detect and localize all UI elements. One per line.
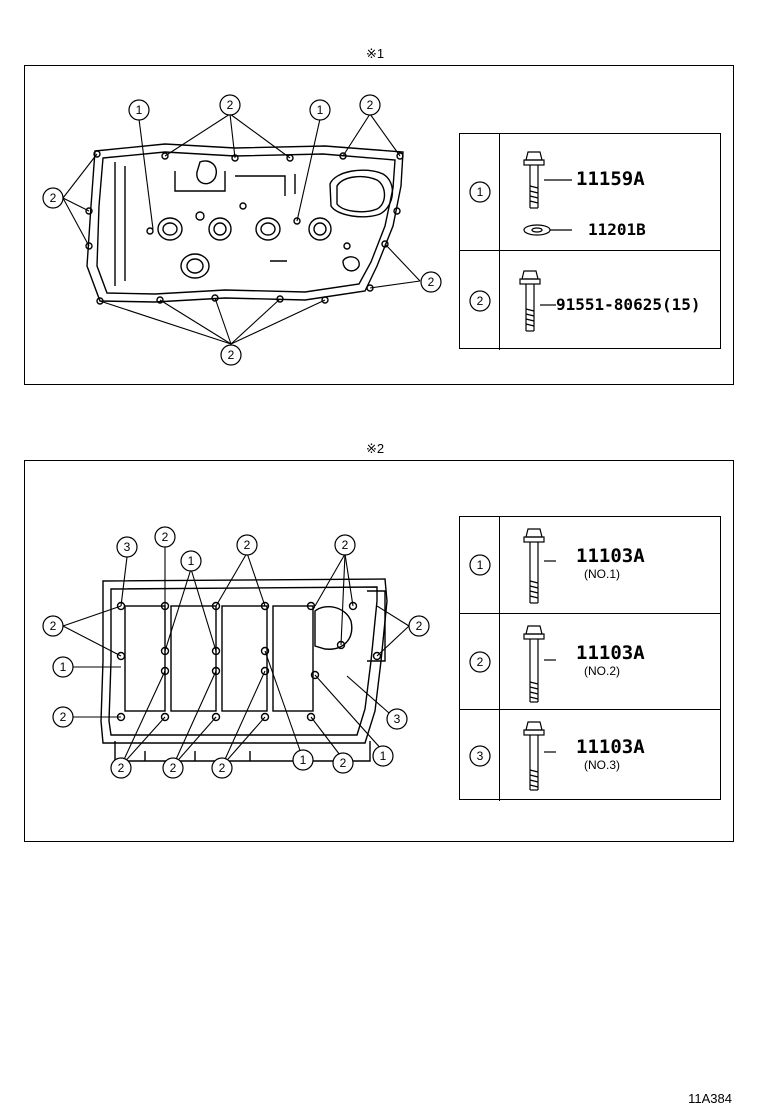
table-row: 1 11159A 11201B (460, 134, 720, 250)
cylinder-head-diagram: 1 2 1 2 2 2 2 (42, 94, 442, 366)
row-index: 2 (477, 655, 484, 669)
flange-bolt-icon (519, 270, 556, 332)
callout-2k: 2 (416, 619, 423, 633)
table-row: 2 11103A (NO.2) (460, 613, 720, 709)
figure-code: 11A384 (688, 1091, 732, 1106)
callout-2b: 2 (367, 98, 374, 112)
row-index: 3 (477, 749, 484, 763)
panel1-frame: 1 2 1 2 2 2 2 1 (24, 65, 734, 385)
part-number: 91551-80625(15) (556, 295, 701, 314)
bolt-icon (523, 528, 556, 604)
callout-2o: 2 (340, 756, 347, 770)
part-sub-label: (NO.3) (584, 758, 620, 772)
panel1-mark: ※1 (366, 46, 385, 61)
panel2-parts-table: 1 11103A (NO.1) 2 (459, 516, 721, 801)
row-index: 2 (477, 294, 484, 308)
callout-1a: 1 (136, 103, 143, 117)
callout-2l: 2 (118, 761, 125, 775)
cylinder-block-diagram: 3 2 1 2 2 2 1 2 2 2 2 2 1 2 1 3 (42, 526, 430, 779)
table-row: 3 11103A (NO.3) (460, 709, 720, 801)
table-row: 1 11103A (NO.1) (460, 517, 720, 613)
panel2-mark: ※2 (366, 441, 385, 456)
callout-2c: 2 (50, 191, 57, 205)
part-sub-label: (NO.1) (584, 567, 620, 581)
part-sub-label: (NO.2) (584, 664, 620, 678)
callout-2i: 2 (50, 619, 57, 633)
part-number: 11103A (576, 642, 645, 664)
bolt-icon (523, 721, 556, 791)
callout-1f: 1 (380, 749, 387, 763)
callout-1b: 1 (317, 103, 324, 117)
part-number: 11159A (576, 168, 645, 190)
callout-2a: 2 (227, 98, 234, 112)
callout-2m: 2 (170, 761, 177, 775)
callout-3b: 3 (394, 712, 401, 726)
callout-2h: 2 (342, 538, 349, 552)
callout-2e: 2 (228, 348, 235, 362)
callout-3a: 3 (124, 540, 131, 554)
part-number: 11103A (576, 545, 645, 567)
row-index: 1 (477, 558, 484, 572)
table-row: 2 91551-80625(15) (460, 250, 720, 350)
callout-2g: 2 (244, 538, 251, 552)
callout-2f: 2 (162, 530, 169, 544)
bolt-icon (523, 625, 556, 703)
callout-2d: 2 (428, 275, 435, 289)
callout-1d: 1 (60, 660, 67, 674)
panel2-frame: 3 2 1 2 2 2 1 2 2 2 2 2 1 2 1 3 1 (24, 460, 734, 842)
callout-1c: 1 (188, 554, 195, 568)
panel1-parts-table: 1 11159A 11201B 2 (459, 133, 721, 350)
callout-1e: 1 (300, 753, 307, 767)
part-number: 11103A (576, 736, 645, 758)
part-number: 11201B (588, 220, 646, 239)
flange-bolt-icon (523, 151, 572, 236)
callout-2j: 2 (60, 710, 67, 724)
row-index: 1 (477, 185, 484, 199)
callout-2n: 2 (219, 761, 226, 775)
